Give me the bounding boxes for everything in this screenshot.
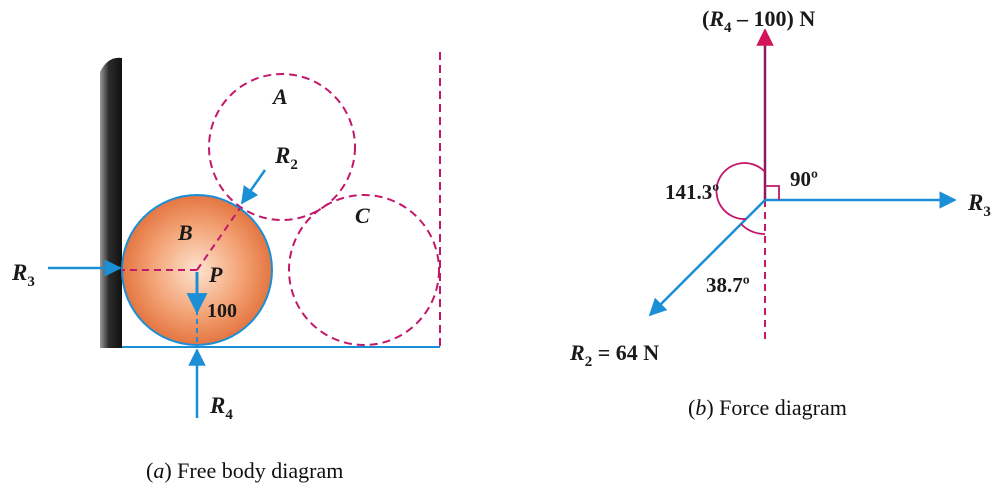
dash-to-contact-a [196, 207, 241, 271]
label-angle-38: 38.7º [706, 273, 750, 297]
caption-b: (b) Force diagram [688, 395, 847, 420]
label-angle-90: 90º [790, 167, 818, 191]
free-body-diagram: A B C P 100 R2 R3 R4 (a) Free body diagr… [11, 52, 441, 483]
r2-force-arrow [648, 199, 766, 317]
label-r2: R2 [274, 143, 298, 173]
label-r4-minus-100: (R4 – 100) N [702, 6, 815, 36]
label-a: A [271, 84, 288, 109]
label-r3: R3 [11, 260, 35, 290]
label-p: P [208, 262, 223, 287]
label-b: B [177, 220, 193, 245]
angle-38-arc [740, 223, 766, 235]
circle-c [288, 194, 440, 346]
force-diagram: (R4 – 100) N R3 R2 = 64 N 90º 141.3º 38.… [569, 6, 991, 420]
angle-141-arc [715, 162, 766, 220]
label-angle-141: 141.3º [665, 180, 719, 204]
caption-a: (a) Free body diagram [146, 458, 343, 483]
label-r4: R4 [209, 393, 233, 423]
circle-a [208, 73, 356, 221]
label-weight-100: 100 [207, 300, 237, 322]
angle-90-marker [765, 185, 780, 200]
r2-arrow [240, 169, 267, 205]
label-r2-force: R2 = 64 N [569, 340, 659, 370]
label-c: C [355, 203, 370, 228]
label-r3-force: R3 [967, 190, 991, 220]
wall [100, 57, 122, 349]
